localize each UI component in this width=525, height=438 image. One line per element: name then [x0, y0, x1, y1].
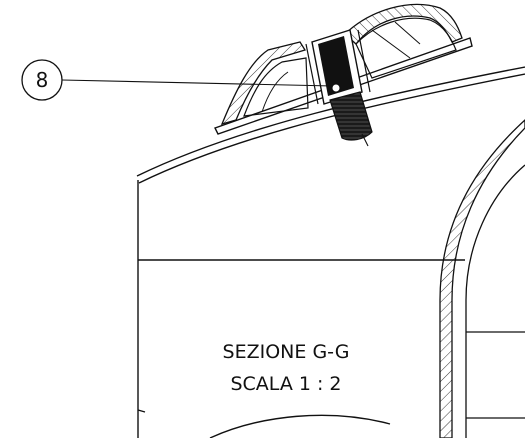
valve-assembly — [214, 3, 473, 147]
valve-left-cavity — [243, 57, 309, 117]
valve-nut-edge-right — [357, 29, 371, 93]
valve-bore — [331, 83, 341, 93]
valve-nut-dark — [318, 36, 354, 96]
valve-right-dome — [344, 3, 463, 45]
valve-nut-edge-left — [305, 43, 319, 105]
valve-right-diagonal — [371, 29, 411, 59]
leader-line — [61, 79, 334, 87]
section-title: SEZIONE G-G — [223, 341, 350, 363]
valve-base-plate — [214, 37, 473, 135]
right-curved-wall — [439, 119, 525, 438]
valve-left-flange — [220, 41, 307, 125]
valve-stem-tip — [361, 133, 369, 147]
valve-right-inner — [355, 17, 457, 79]
valve-threaded-stem — [329, 91, 373, 141]
valve-left-inner-line — [261, 71, 289, 113]
balloon-number: 8 — [36, 68, 49, 92]
section-label: SEZIONE G-G SCALA 1 : 2 — [223, 341, 350, 395]
valve-right-diagonal-2 — [394, 21, 421, 45]
tank-bottom-arc — [209, 414, 391, 438]
right-wall-hatch — [439, 119, 525, 438]
right-wall-inner — [465, 164, 525, 438]
tank-top-outer — [136, 66, 525, 177]
tank-body — [136, 66, 525, 438]
tank-lower-edge — [137, 409, 146, 413]
tank-top-inner — [138, 73, 525, 184]
balloon-circle — [21, 59, 63, 101]
section-scale: SCALA 1 : 2 — [230, 373, 341, 395]
callout-balloon: 8 — [21, 59, 334, 101]
